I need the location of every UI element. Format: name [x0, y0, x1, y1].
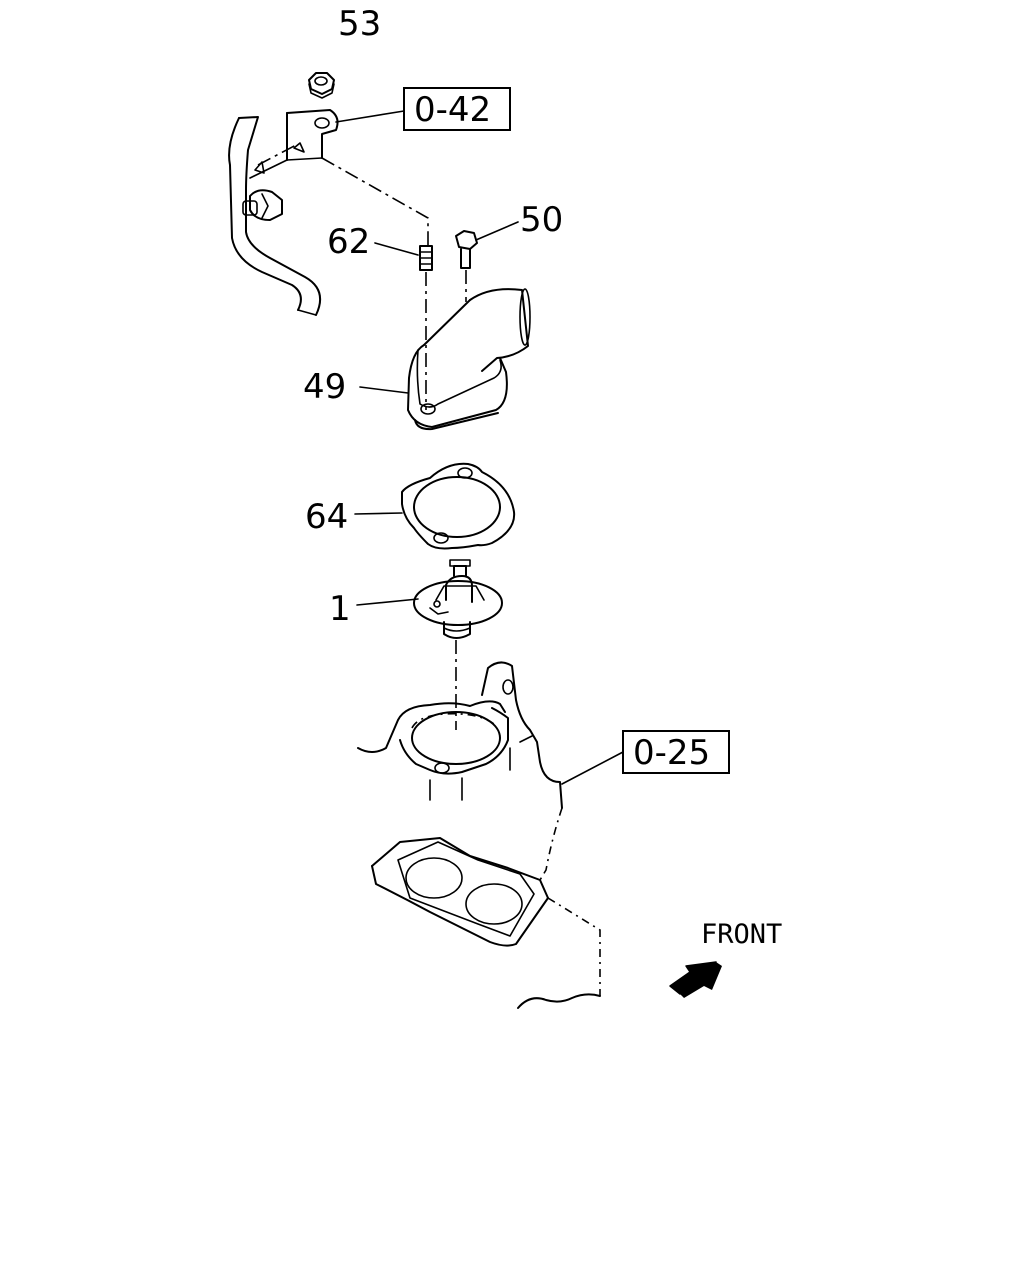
assembly-guide-lines — [321, 157, 467, 730]
callout-62: 62 — [327, 222, 370, 262]
front-arrow-icon — [669, 961, 722, 998]
reference-box-0-42: 0-42 — [403, 87, 511, 131]
leader-lines — [335, 110, 624, 785]
front-label: FRONT — [701, 919, 782, 950]
callout-64: 64 — [305, 497, 348, 537]
part-64-gasket — [401, 462, 516, 550]
callout-49: 49 — [303, 367, 346, 407]
callout-50: 50 — [520, 200, 563, 240]
reference-0-42-text: 0-42 — [414, 90, 491, 130]
engine-housing — [357, 661, 601, 1009]
callout-1: 1 — [329, 589, 351, 629]
part-49-water-outlet — [407, 288, 531, 431]
reference-box-0-25: 0-25 — [622, 730, 730, 774]
part-50-bolt — [455, 230, 478, 269]
part-1-thermostat — [413, 559, 503, 639]
reference-0-25-text: 0-25 — [633, 733, 710, 773]
callout-53: 53 — [338, 4, 381, 44]
part-53-nut — [308, 72, 335, 99]
part-62-stud — [419, 245, 433, 271]
hose-bracket-assembly — [228, 109, 339, 316]
